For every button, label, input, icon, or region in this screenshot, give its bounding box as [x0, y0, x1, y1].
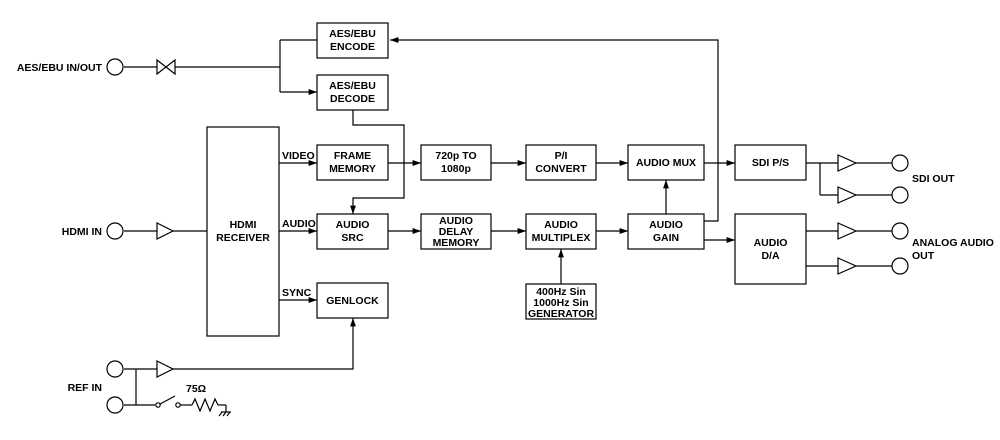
analog-out-label-line2: OUT — [912, 250, 935, 262]
analog-driver-2-icon — [837, 257, 858, 275]
block-label: DECODE — [330, 93, 375, 105]
signal-wires — [124, 37, 892, 417]
block-label: SDI P/S — [752, 157, 789, 169]
block-pi-convert: P/I CONVERT — [525, 144, 597, 181]
sdi-out-label: SDI OUT — [912, 173, 955, 185]
sdi-driver-1-icon — [837, 154, 858, 172]
aes-io-label: AES/EBU IN/OUT — [17, 62, 103, 74]
block-label: GENLOCK — [326, 295, 379, 307]
analog-driver-1-icon — [837, 222, 858, 240]
ref-in-connector-icon — [106, 360, 124, 378]
block-label: MULTIPLEX — [532, 232, 591, 244]
bidirectional-buffer-icon — [156, 58, 176, 76]
ref-loop-connector-icon — [106, 396, 124, 414]
block-label: AES/EBU — [329, 80, 376, 92]
block-label: AUDIO — [439, 215, 473, 227]
block-tone-generator: 400Hz Sin 1000Hz Sin GENERATOR — [525, 283, 597, 320]
analog-out-label-line1: ANALOG AUDIO — [912, 237, 994, 249]
block-label: AUDIO — [336, 219, 370, 231]
block-audio-delay-memory: AUDIO DELAY MEMORY — [420, 213, 492, 250]
block-720p-to-1080p: 720p TO 1080p — [420, 144, 492, 181]
hdmi-in-label: HDMI IN — [62, 226, 102, 238]
sdi-driver-2-icon — [837, 186, 858, 204]
hdmi-buffer-icon — [156, 222, 175, 240]
sync-signal-label: SYNC — [282, 287, 312, 299]
block-label: 1000Hz Sin — [533, 297, 588, 309]
block-sdi-ps: SDI P/S — [734, 144, 807, 181]
hdmi-in-connector-icon — [106, 222, 124, 240]
block-frame-memory: FRAME MEMORY — [316, 144, 389, 181]
block-label: CONVERT — [535, 163, 587, 175]
block-label: MEMORY — [433, 237, 480, 249]
block-label: 720p TO — [435, 150, 476, 162]
block-genlock: GENLOCK — [316, 282, 389, 319]
aes-connector-icon — [106, 58, 124, 76]
block-label: RECEIVER — [216, 232, 270, 244]
block-aes-decode: AES/EBU DECODE — [316, 74, 389, 111]
sdi-out-1-connector-icon — [891, 154, 909, 172]
block-label: P/I — [555, 150, 568, 162]
block-audio-mux: AUDIO MUX — [627, 144, 705, 181]
block-label: SRC — [341, 232, 364, 244]
ref-in-label: REF IN — [68, 382, 102, 394]
block-label: MEMORY — [329, 163, 376, 175]
block-label: AUDIO — [649, 219, 683, 231]
block-hdmi-receiver: HDMI RECEIVER — [206, 126, 280, 337]
video-signal-label: VIDEO — [282, 150, 315, 162]
block-label: DELAY — [439, 226, 474, 238]
block-label: ENCODE — [330, 41, 375, 53]
block-label: 1080p — [441, 163, 471, 175]
block-label: D/A — [761, 250, 780, 262]
analog-out-2-connector-icon — [891, 257, 909, 275]
block-label: 400Hz Sin — [536, 286, 586, 298]
block-label: AUDIO MUX — [636, 157, 696, 169]
ref-buffer-icon — [156, 360, 175, 378]
block-label: GENERATOR — [528, 308, 595, 320]
sdi-out-2-connector-icon — [891, 186, 909, 204]
block-aes-encode: AES/EBU ENCODE — [316, 22, 389, 59]
block-label: AES/EBU — [329, 28, 376, 40]
block-audio-multiplex: AUDIO MULTIPLEX — [525, 213, 597, 250]
block-label: AUDIO — [754, 237, 788, 249]
switch-contact-b — [175, 402, 181, 408]
block-label: AUDIO — [544, 219, 578, 231]
switch-contact-a — [155, 402, 161, 408]
termination-label: 75Ω — [186, 383, 206, 395]
analog-out-1-connector-icon — [891, 222, 909, 240]
block-audio-src: AUDIO SRC — [316, 213, 389, 250]
block-audio-da: AUDIO D/A — [734, 213, 807, 285]
block-audio-gain: AUDIO GAIN — [627, 213, 705, 250]
block-label: GAIN — [653, 232, 679, 244]
audio-signal-label: AUDIO — [282, 218, 316, 230]
block-label: FRAME — [334, 150, 371, 162]
block-label: HDMI — [230, 219, 257, 231]
